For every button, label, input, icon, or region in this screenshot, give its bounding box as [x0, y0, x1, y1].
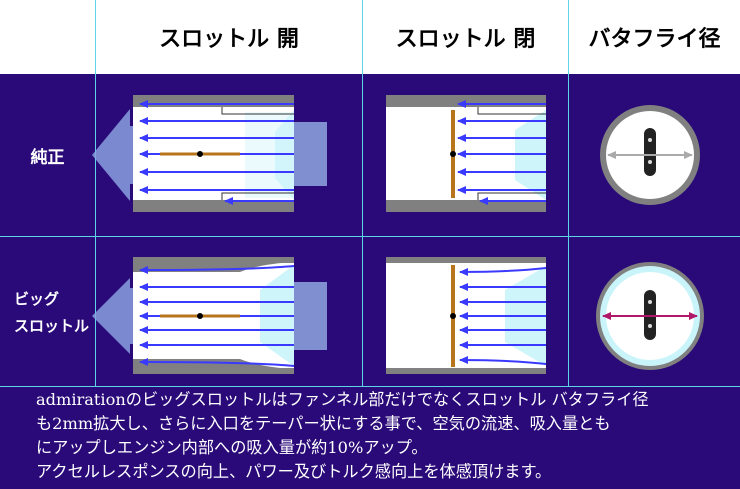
- header-corner: [0, 0, 95, 74]
- grid-line: [568, 0, 569, 386]
- throttle-shaft: [450, 151, 456, 157]
- row-label-stock-text: 純正: [30, 148, 65, 168]
- body-wall-top: [386, 95, 546, 107]
- big-closed-diagram: [386, 257, 547, 374]
- description-line: アクセルレスポンスの向上、パワー及びトルク感向上を体感頂けます。: [36, 462, 552, 481]
- throttle-shaft: [450, 313, 456, 319]
- body-wall-top: [386, 257, 546, 263]
- grid-line: [0, 386, 740, 387]
- row-label-big-line2: スロットル: [14, 316, 90, 335]
- body-wall-bottom: [133, 200, 294, 212]
- row-label-big-throttle: ビッグ スロットル: [0, 237, 95, 386]
- throttle-shaft: [197, 313, 203, 319]
- header-throttle-open: スロットル 開: [96, 0, 362, 74]
- body-wall-bottom: [386, 368, 546, 374]
- description-line: も2mm拡大し、さらに入口をテーパー状にする事で、空気の流速、吸入量とも: [36, 414, 611, 433]
- header-butterfly-diameter: バタフライ径: [569, 0, 740, 74]
- throttle-shaft: [197, 151, 203, 157]
- description-line: admirationのビッグスロットルはファンネル部だけでなくスロットル バタフ…: [36, 390, 649, 409]
- header-throttle-closed: スロットル 閉: [363, 0, 568, 74]
- butterfly-plate: [644, 128, 656, 176]
- grid-line: [362, 0, 363, 386]
- row-label-big-line1: ビッグ: [14, 289, 60, 308]
- description: admirationのビッグスロットルはファンネル部だけでなくスロットル バタフ…: [36, 388, 736, 484]
- description-line: にアップしエンジン内部への吸入量が約10%アップ。: [36, 438, 428, 457]
- intake-arrow-body: [294, 282, 327, 350]
- intake-arrow-body: [294, 122, 327, 186]
- row-label-stock: 純正: [0, 75, 95, 236]
- stock-butterfly-diagram: [600, 105, 700, 205]
- grid-line: [95, 0, 96, 386]
- stock-open-diagram: [92, 95, 327, 212]
- stock-closed-diagram: [386, 95, 546, 212]
- throttle-diagram: [92, 95, 704, 374]
- body-wall-bottom: [386, 200, 546, 212]
- big-butterfly-diagram: [596, 262, 704, 370]
- body-wall-top: [133, 95, 294, 107]
- grid-line: [0, 236, 740, 237]
- big-open-diagram: [92, 257, 327, 374]
